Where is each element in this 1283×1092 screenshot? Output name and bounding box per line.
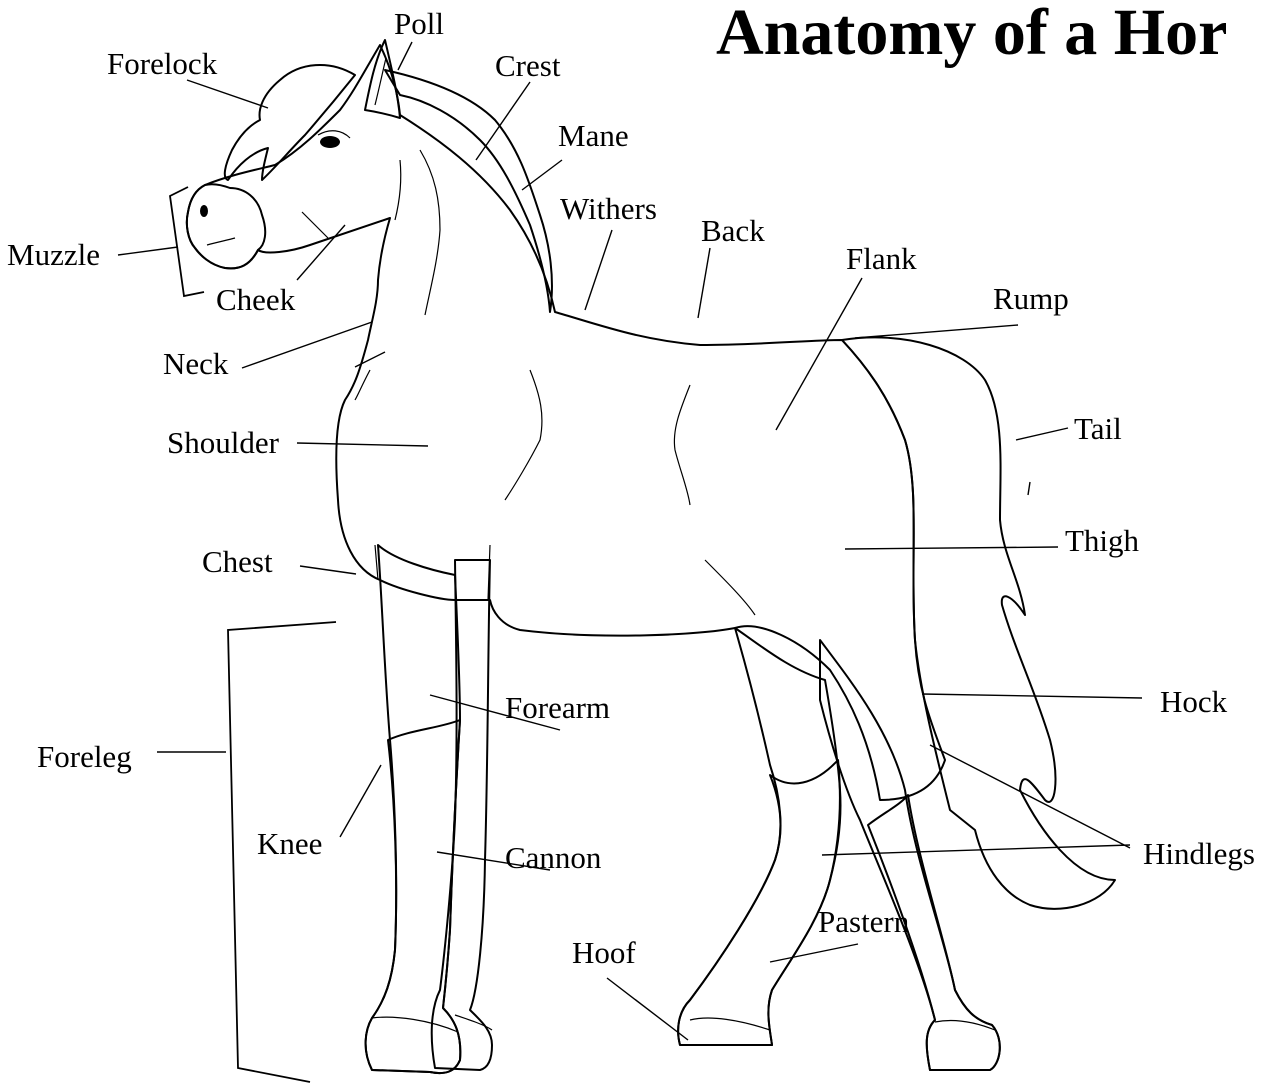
label-neck: Neck: [163, 348, 228, 379]
label-back: Back: [701, 215, 765, 246]
far-foreleg: [432, 560, 492, 1070]
label-mane: Mane: [558, 120, 629, 151]
label-crest: Crest: [495, 50, 560, 81]
diagram-title: Anatomy of a Hor: [716, 0, 1227, 66]
label-poll: Poll: [394, 8, 444, 39]
label-shoulder: Shoulder: [167, 427, 279, 458]
forelock: [225, 65, 355, 180]
label-rump: Rump: [993, 283, 1069, 314]
label-chest: Chest: [202, 546, 273, 577]
near-hind-lower: [678, 760, 840, 1045]
muzzle-shade: [187, 184, 265, 268]
label-knee: Knee: [257, 828, 322, 859]
horse-body: [187, 45, 945, 800]
label-hoof: Hoof: [572, 937, 636, 968]
label-thigh: Thigh: [1065, 525, 1139, 556]
label-forearm: Forearm: [505, 692, 610, 723]
label-hock: Hock: [1160, 686, 1227, 717]
label-foreleg: Foreleg: [37, 741, 132, 772]
label-cannon: Cannon: [505, 842, 601, 873]
near-foreleg: [366, 545, 461, 1073]
eye: [320, 136, 340, 148]
far-hind-leg: [820, 640, 1000, 1070]
mane: [385, 70, 552, 312]
label-cheek: Cheek: [216, 284, 295, 315]
label-pastern: Pastern: [818, 906, 909, 937]
label-muzzle: Muzzle: [7, 239, 100, 270]
label-flank: Flank: [846, 243, 917, 274]
near-foreleg-lower: [366, 720, 461, 1073]
label-hindlegs: Hindlegs: [1143, 838, 1255, 869]
label-withers: Withers: [560, 193, 657, 224]
label-forelock: Forelock: [107, 48, 217, 79]
label-tail: Tail: [1074, 413, 1122, 444]
